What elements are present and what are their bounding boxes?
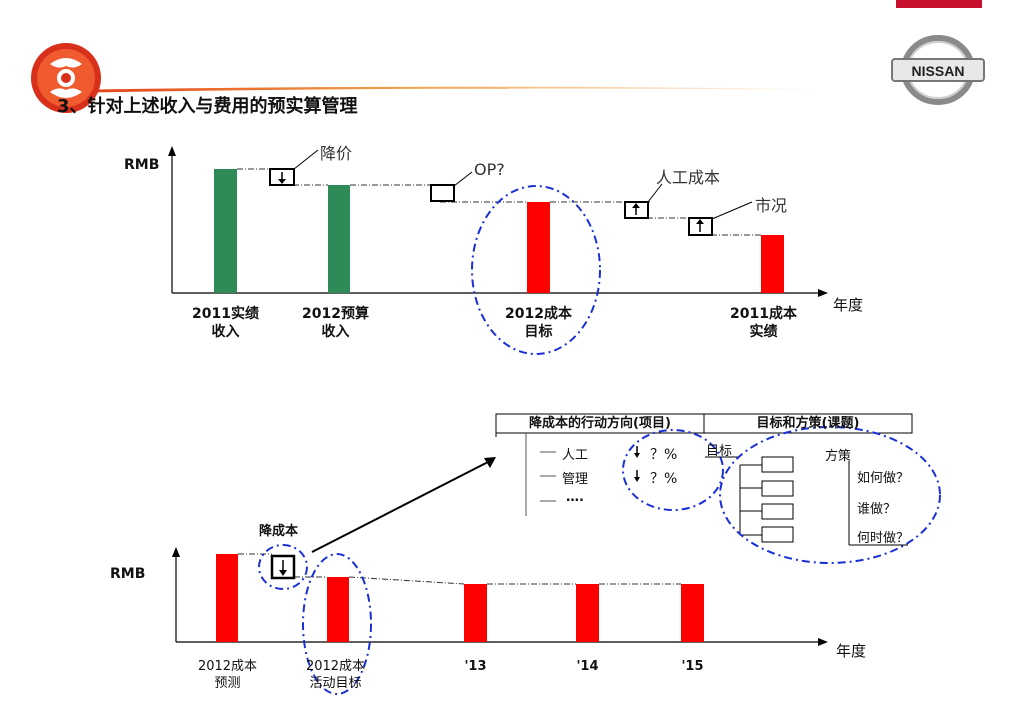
accent-bar [896, 0, 982, 8]
target-box [761, 503, 794, 520]
chart2-step-highlight-ellipse [258, 544, 308, 590]
chart2-connector [348, 576, 465, 585]
chart2-target-highlight-ellipse [302, 553, 372, 695]
callout-line [711, 201, 753, 220]
down-arrow-icon [278, 179, 286, 184]
callout-line [293, 149, 319, 170]
action-item-value: ？% [650, 471, 678, 487]
nissan-logo: NISSAN [891, 35, 985, 105]
chart2-x-label: 年度 [836, 642, 867, 660]
column-target-label: 目标 [706, 444, 733, 459]
up-arrow-icon [632, 203, 640, 208]
target-box [761, 456, 794, 473]
link-arrow [311, 461, 489, 553]
chart1-y-label: RMB [124, 157, 160, 173]
action-item-name: …. [566, 490, 584, 505]
chart1-highlight-ellipse [471, 185, 601, 355]
annotation-op: OP? [474, 160, 505, 179]
chart2-bar-15 [681, 584, 704, 642]
question-who: 谁做？ [857, 502, 897, 517]
chart2-y-arrow [172, 547, 180, 557]
down-arrow-icon [279, 570, 287, 576]
chart2-bar-14 [576, 584, 599, 642]
chart1-x-arrow [818, 289, 828, 297]
target-box [761, 480, 794, 497]
chart1-bar-2012-cost-target [527, 202, 550, 293]
chart2-step-label: 降成本 [259, 524, 299, 539]
chart2-bar-13 [464, 584, 487, 642]
chart2-bar-2012-forecast [216, 554, 238, 642]
chart1-op-box [430, 184, 455, 202]
annotation-labor-cost: 人工成本 [656, 168, 721, 187]
callout-line [647, 183, 663, 203]
target-box [761, 526, 794, 543]
table-header-right: 目标和方策(课题) [756, 416, 860, 431]
measures-highlight-ellipse [719, 426, 941, 564]
up-arrow-icon [696, 219, 704, 224]
column-measures-label: 方策 [825, 449, 852, 464]
question-when: 何时做？ [857, 531, 910, 546]
chart2-category-label: '15 [681, 659, 704, 674]
page-title: 3、针对上述收入与费用的预实算管理 [57, 96, 358, 117]
table-header-left: 降成本的行动方向(项目) [529, 416, 671, 431]
chart1-category-label: 2012预算收入 [302, 306, 369, 340]
dongfeng-logo [31, 43, 101, 113]
chart1-y-arrow [168, 146, 176, 156]
chart1-bar-2012-budget-income [328, 185, 350, 293]
header-swoosh [60, 86, 820, 93]
arrowhead-icon [484, 457, 496, 468]
chart1-category-label: 2011实绩收入 [192, 306, 259, 340]
down-arrow-icon [634, 453, 640, 458]
action-item-value: ？% [650, 447, 678, 463]
chart2-bar-2012-activity-target [327, 577, 349, 642]
action-item-name: 管理 [562, 472, 589, 487]
annotation-price-cut: 降价 [320, 144, 353, 163]
chart2-x-arrow [818, 638, 828, 646]
chart1-bar-2011-income [214, 169, 237, 293]
nissan-logo-text: NISSAN [912, 63, 965, 79]
chart2-category-label: '13 [464, 659, 487, 674]
chart1-category-label: 2012成本目标 [505, 306, 572, 340]
annotation-market: 市况 [755, 196, 788, 215]
down-arrow-icon [634, 477, 640, 482]
chart2-y-label: RMB [110, 566, 146, 582]
chart1-bar-2011-cost-actual [761, 235, 784, 293]
chart1-category-label: 2011成本实绩 [730, 306, 797, 340]
callout-line [453, 171, 473, 187]
chart1-x-label: 年度 [833, 296, 864, 314]
value-highlight-ellipse [622, 429, 724, 511]
chart2-category-label: 2012成本活动目标 [305, 659, 366, 691]
chart2-category-label: 2012成本预测 [197, 659, 258, 691]
chart2-category-label: '14 [576, 659, 599, 674]
question-how: 如何做？ [857, 471, 910, 486]
action-item-name: 人工 [562, 448, 589, 463]
